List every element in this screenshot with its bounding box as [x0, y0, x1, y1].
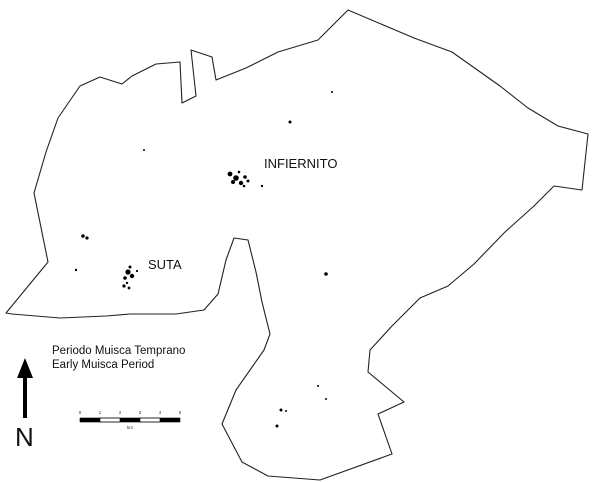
site-dot [260, 184, 264, 188]
survey-area-boundary [5, 9, 589, 481]
scale-tick-label: 5 [179, 410, 182, 415]
site-cluster-infiernito [227, 170, 264, 188]
site-dot [324, 272, 328, 276]
site-dot [74, 268, 78, 272]
site-dot [125, 281, 129, 285]
site-dot [285, 410, 287, 412]
site-dot [231, 180, 235, 184]
site-dot [135, 269, 139, 273]
site-dot [122, 284, 126, 288]
site-dot [275, 424, 279, 428]
site-dot [242, 184, 246, 188]
scale-tick-label: 2 [119, 410, 122, 415]
site-cluster-west [74, 234, 89, 272]
site-dot [123, 276, 127, 280]
scale-tick-label: 1 [99, 410, 102, 415]
scale-tick-label: 4 [159, 410, 162, 415]
site-dot [125, 269, 131, 275]
site-dot [85, 236, 89, 240]
site-dot [317, 385, 319, 387]
site-dot [325, 398, 327, 400]
site-dot [233, 175, 239, 181]
site-dot [331, 91, 333, 93]
site-dot [129, 273, 135, 279]
site-dot [143, 149, 145, 151]
scale-bar [79, 417, 181, 423]
site-dot [243, 175, 247, 179]
site-dot [81, 234, 85, 238]
site-dot [128, 265, 132, 269]
isolated-sites [143, 91, 333, 428]
site-cluster-suta [122, 265, 139, 290]
site-dot [279, 408, 283, 412]
site-dot [127, 286, 131, 290]
scale-tick-label: 0 [79, 410, 82, 415]
site-dot [238, 180, 244, 186]
site-dot [288, 120, 292, 124]
site-dot [227, 171, 233, 177]
site-dot [246, 179, 250, 183]
place-label-infiernito: INFIERNITO [264, 156, 337, 171]
legend-period-spanish: Periodo Muisca Temprano [52, 345, 185, 357]
site-dot [237, 170, 241, 174]
scale-unit-label: km [127, 425, 133, 430]
north-arrow-icon [17, 358, 33, 418]
north-label: N [15, 422, 34, 452]
scale-tick-label: 3 [139, 410, 142, 415]
legend-period-english: Early Muisca Period [52, 359, 154, 371]
place-label-suta: SUTA [148, 257, 182, 272]
